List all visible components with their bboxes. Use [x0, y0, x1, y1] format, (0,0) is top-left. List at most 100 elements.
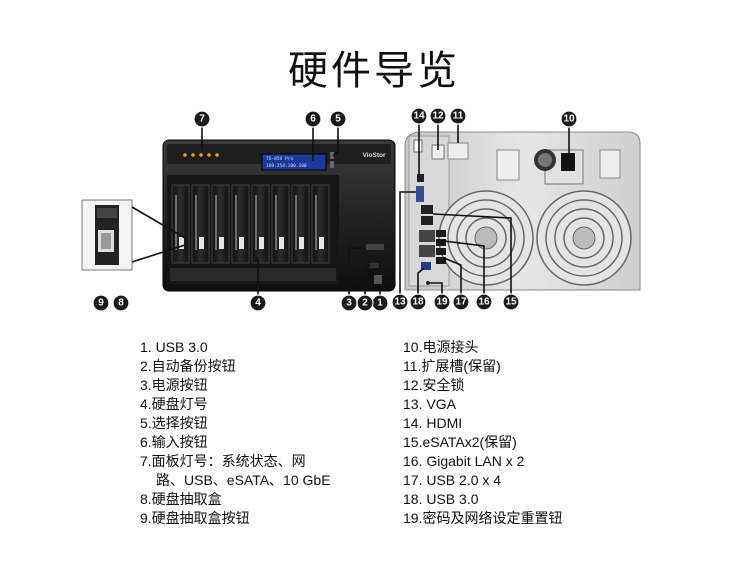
svg-text:16: 16	[478, 297, 490, 308]
callout-4: 4	[249, 294, 267, 312]
brand-logo: VioStor	[363, 152, 386, 159]
callout-badges: 1 2 3 4 5 6 7 8 9 10 11 12 13 14 15 16 1…	[92, 107, 578, 312]
enter-button[interactable]	[330, 161, 334, 168]
esata-port[interactable]	[421, 205, 433, 214]
svg-text:15: 15	[505, 297, 517, 308]
hdmi-port[interactable]	[417, 174, 424, 182]
legend-item: 14. HDMI	[403, 415, 463, 431]
callout-13: 13	[391, 293, 409, 311]
svg-text:11: 11	[453, 111, 464, 122]
legend-item: 19.密码及网络设定重置钮	[403, 510, 563, 526]
drive-tray[interactable]	[231, 184, 250, 264]
callout-8: 8	[112, 294, 130, 312]
callout-18: 18	[409, 293, 427, 311]
lan-port[interactable]	[419, 245, 435, 257]
legend-item: 1. USB 3.0	[140, 339, 208, 355]
legend-item: 17. USB 2.0 x 4	[403, 472, 502, 488]
legend-item: 3.电源按钮	[140, 377, 208, 393]
svg-text:14: 14	[413, 111, 425, 122]
callout-7: 7	[193, 110, 211, 128]
usb3-port-rear[interactable]	[421, 262, 431, 270]
legend-item: 5.选择按钮	[140, 415, 208, 431]
callout-14: 14	[410, 107, 428, 125]
select-button[interactable]	[330, 152, 334, 159]
callout-12: 12	[429, 107, 447, 125]
callout-11: 11	[449, 107, 467, 125]
legend-item: 15.eSATAx2(保留)	[403, 434, 517, 450]
vga-port[interactable]	[416, 186, 424, 202]
svg-text:4: 4	[255, 298, 261, 309]
esata-port[interactable]	[421, 216, 433, 225]
auto-backup-button[interactable]	[369, 263, 379, 268]
power-button[interactable]	[366, 244, 384, 250]
svg-text:5: 5	[335, 114, 341, 125]
svg-text:7: 7	[199, 114, 205, 125]
callout-10: 10	[560, 110, 578, 128]
legend-right: 10.电源接头 11.扩展槽(保留) 12.安全锁 13. VGA 14. HD…	[403, 338, 562, 528]
svg-text:12: 12	[432, 111, 444, 122]
page-title: 硬件导览	[288, 48, 460, 94]
usb2-port[interactable]	[436, 239, 446, 246]
drive-trays	[171, 184, 330, 264]
legend-left: 1. USB 3.0 2.自动备份按钮 3.电源按钮 4.硬盘灯号 5.选择按钮…	[140, 338, 331, 528]
tray-detail-inset	[81, 199, 186, 271]
lan-port[interactable]	[419, 230, 435, 242]
reset-button[interactable]	[426, 281, 430, 285]
svg-text:8: 8	[118, 298, 124, 309]
legend-item: 9.硬盘抽取盒按钮	[140, 510, 250, 526]
callout-6: 6	[304, 110, 322, 128]
drive-tray[interactable]	[251, 184, 270, 264]
drive-tray[interactable]	[311, 184, 330, 264]
legend-item: 10.电源接头	[403, 339, 479, 355]
legend-item: 4.硬盘灯号	[140, 396, 208, 412]
callout-1: 1	[371, 294, 389, 312]
svg-text:2: 2	[362, 298, 368, 309]
lcd-panel	[261, 153, 327, 171]
svg-text:3: 3	[346, 298, 352, 309]
svg-text:18: 18	[412, 297, 424, 308]
svg-text:10: 10	[563, 114, 575, 125]
callout-15: 15	[502, 293, 520, 311]
rear-io-ports	[416, 174, 446, 285]
drive-tray[interactable]	[171, 184, 190, 264]
callout-9: 9	[92, 294, 110, 312]
callout-16: 16	[475, 293, 493, 311]
callout-2: 2	[356, 294, 374, 312]
rear-chassis	[404, 131, 641, 291]
legend-item: 11.扩展槽(保留)	[403, 358, 501, 374]
legend-item: 18. USB 3.0	[403, 491, 479, 507]
svg-text:6: 6	[310, 114, 316, 125]
legend-item: 8.硬盘抽取盒	[140, 491, 222, 507]
drive-tray[interactable]	[211, 184, 230, 264]
legend-item-continuation: 路、USB、eSATA、10 GbE	[156, 472, 331, 488]
svg-text:13: 13	[394, 297, 406, 308]
legend-item: 2.自动备份按钮	[140, 358, 236, 374]
drive-tray[interactable]	[291, 184, 310, 264]
rear-fans	[438, 190, 632, 286]
front-chassis: VioStor TS-859 Pro 169.254.100.100	[162, 139, 396, 292]
callout-19: 19	[433, 293, 451, 311]
lcd-line-2: 169.254.100.100	[266, 163, 307, 169]
callout-3: 3	[340, 294, 358, 312]
callout-5: 5	[329, 110, 347, 128]
legend-item: 6.输入按钮	[140, 434, 208, 450]
usb3-port-front[interactable]	[374, 275, 382, 284]
drive-tray[interactable]	[191, 184, 210, 264]
usb2-port[interactable]	[436, 230, 446, 237]
callout-17: 17	[452, 293, 470, 311]
svg-text:1: 1	[377, 298, 383, 309]
legend-item: 16. Gigabit LAN x 2	[403, 453, 525, 469]
usb2-port[interactable]	[436, 257, 446, 264]
drive-tray[interactable]	[271, 184, 290, 264]
svg-text:19: 19	[436, 297, 448, 308]
legend-item: 7.面板灯号：系统状态、网	[140, 453, 306, 469]
panel-leds	[183, 153, 219, 157]
svg-text:9: 9	[98, 298, 104, 309]
usb2-port[interactable]	[436, 248, 446, 255]
svg-text:17: 17	[455, 297, 467, 308]
power-connector[interactable]	[561, 153, 575, 171]
legend-item: 12.安全锁	[403, 377, 465, 393]
legend-item: 13. VGA	[403, 396, 456, 412]
lcd-line-1: TS-859 Pro	[266, 156, 293, 162]
